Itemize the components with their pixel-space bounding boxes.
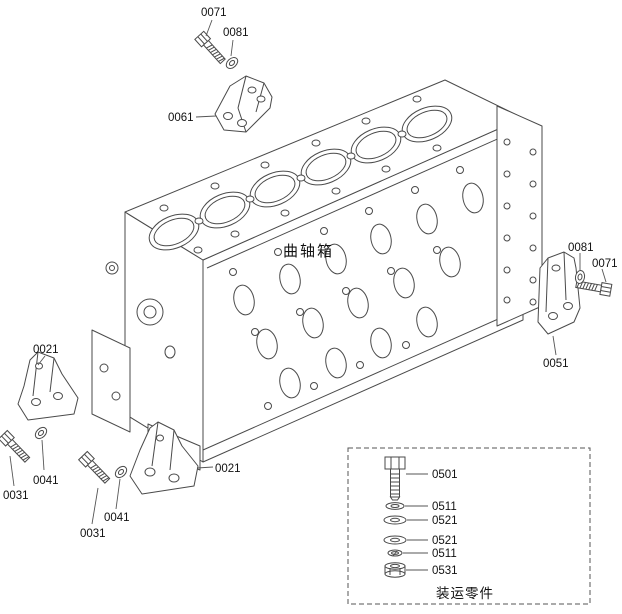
mounting-bracket-left (17, 351, 79, 421)
cylinder-bores (148, 105, 453, 251)
callout-mid-bracket-label: 0021 (215, 463, 241, 475)
mounting-bracket-middle (129, 421, 199, 495)
shipping-parts-box: 0501 0511 0521 0521 0511 0531 装运零件 (347, 447, 591, 605)
callout-right-washer-label: 0081 (568, 242, 594, 254)
callout-left-bolt-label: 0031 (3, 490, 29, 502)
callout-left-bracket-label: 0021 (33, 344, 59, 356)
engine-block (91, 79, 543, 471)
shipping-item-label-0511b: 0511 (432, 548, 457, 560)
callout-mid-washer-label: 0041 (104, 512, 130, 524)
block-right-flange (496, 105, 543, 327)
mounting-bracket-top (214, 75, 273, 133)
callout-top-bracket-label: 0061 (168, 112, 194, 124)
top-face-bolt-holes (159, 95, 442, 254)
shipping-box-border (347, 447, 591, 605)
block-face-edge-line (206, 128, 521, 269)
left-face-details (105, 261, 176, 359)
block-bottom-rail-line (202, 307, 524, 451)
callout-left-washer-label: 0041 (33, 475, 59, 487)
block-left-foot (91, 329, 131, 433)
shipping-washer-large-2 (383, 535, 407, 545)
washer-middle (112, 463, 130, 481)
shipping-spring-washer (387, 549, 403, 557)
leader-lines (9, 19, 607, 525)
callout-top-bolt-label: 0071 (201, 7, 227, 19)
callout-top-washer-label: 0081 (223, 27, 249, 39)
shipping-box-caption: 装运零件 (436, 586, 494, 601)
shipping-item-label-0521b: 0521 (432, 535, 458, 547)
washer-top (223, 54, 241, 72)
bolt-middle (78, 450, 113, 486)
foot-bolt-hole (111, 391, 121, 401)
block-label: 曲轴箱 (283, 243, 334, 260)
shipping-item-label-0521: 0521 (432, 515, 458, 527)
shipping-item-label-0501: 0501 (432, 469, 458, 481)
shipping-bolt (384, 456, 406, 501)
shipping-nut (384, 562, 406, 578)
callout-mid-bolt-label: 0031 (80, 528, 106, 540)
shipping-item-label-0531: 0531 (432, 565, 458, 577)
front-face-openings (229, 166, 484, 410)
callout-right-bolt-label: 0071 (592, 258, 618, 270)
washer-left (32, 424, 50, 442)
callout-right-bracket-label: 0051 (543, 358, 569, 370)
mounting-bracket-right (537, 251, 581, 335)
foot-bolt-hole (99, 363, 109, 373)
shipping-item-label-0511: 0511 (432, 501, 457, 513)
shipping-washer-small (385, 502, 405, 510)
shipping-washer-large (383, 515, 407, 525)
bolt-left (0, 429, 33, 465)
shipping-leader-lines (403, 473, 428, 571)
